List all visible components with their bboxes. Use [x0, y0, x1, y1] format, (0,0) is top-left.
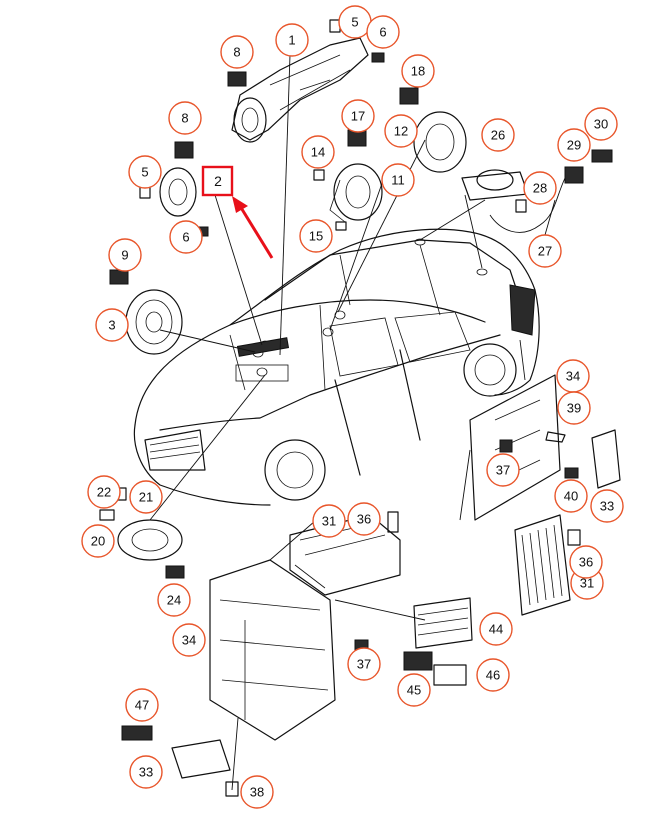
highlight-group: 2 — [201, 165, 274, 259]
car-body — [133, 228, 540, 506]
callout-37-right: 37 — [486, 453, 520, 487]
svg-text:30: 30 — [594, 117, 608, 132]
callout-8-left: 8 — [168, 101, 202, 135]
callout-12: 12 — [384, 114, 418, 148]
svg-text:34: 34 — [566, 369, 580, 384]
callout-46: 46 — [476, 658, 510, 692]
svg-text:28: 28 — [533, 181, 547, 196]
callout-37-center: 37 — [347, 647, 381, 681]
svg-text:45: 45 — [407, 683, 421, 698]
callout-33-bottom: 33 — [129, 755, 163, 789]
callout-44: 44 — [479, 612, 513, 646]
svg-text:14: 14 — [311, 145, 325, 160]
svg-text:18: 18 — [411, 64, 425, 79]
svg-text:20: 20 — [91, 534, 105, 549]
callout-45: 45 — [397, 673, 431, 707]
callout-47: 47 — [125, 688, 159, 722]
svg-text:39: 39 — [567, 401, 581, 416]
svg-text:3: 3 — [108, 318, 115, 333]
leader-lines — [149, 54, 556, 791]
callout-38: 38 — [240, 775, 274, 809]
pointer-arrow-shaft — [238, 205, 274, 259]
callout-30: 30 — [584, 107, 618, 141]
callout-15: 15 — [299, 219, 333, 253]
svg-text:6: 6 — [379, 25, 386, 40]
svg-text:21: 21 — [139, 490, 153, 505]
svg-text:12: 12 — [394, 124, 408, 139]
callout-22: 22 — [87, 475, 121, 509]
svg-text:6: 6 — [182, 230, 189, 245]
callout-5-left: 5 — [128, 155, 162, 189]
callout-26: 26 — [481, 118, 515, 152]
callout-36-center: 36 — [347, 502, 381, 536]
svg-text:8: 8 — [233, 45, 240, 60]
svg-text:27: 27 — [538, 244, 552, 259]
callout-21: 21 — [129, 480, 163, 514]
callout-8-top: 8 — [220, 35, 254, 69]
svg-text:9: 9 — [121, 248, 128, 263]
svg-text:26: 26 — [491, 128, 505, 143]
svg-text:17: 17 — [351, 109, 365, 124]
svg-text:24: 24 — [167, 593, 181, 608]
callout-18: 18 — [401, 54, 435, 88]
callout-27: 27 — [528, 234, 562, 268]
callout-34-right: 34 — [556, 359, 590, 393]
callout-24: 24 — [157, 583, 191, 617]
callout-14: 14 — [301, 135, 335, 169]
pointer-arrow-head — [232, 196, 248, 213]
svg-text:37: 37 — [496, 463, 510, 478]
callout-1: 1 — [275, 23, 309, 57]
component-drawings — [99, 19, 621, 797]
callout-3: 3 — [95, 308, 129, 342]
svg-text:33: 33 — [600, 499, 614, 514]
callout-28: 28 — [523, 171, 557, 205]
svg-text:36: 36 — [357, 512, 371, 527]
svg-text:5: 5 — [141, 165, 148, 180]
svg-text:37: 37 — [357, 657, 371, 672]
svg-text:22: 22 — [97, 485, 111, 500]
callout-20: 20 — [81, 524, 115, 558]
callout-36-right: 36 — [569, 545, 603, 579]
svg-text:34: 34 — [182, 633, 196, 648]
callout-9: 9 — [108, 238, 142, 272]
svg-text:33: 33 — [139, 765, 153, 780]
svg-text:11: 11 — [391, 173, 405, 188]
callout-33-right: 33 — [590, 489, 624, 523]
callout-29: 29 — [557, 128, 591, 162]
svg-text:44: 44 — [489, 622, 503, 637]
svg-text:29: 29 — [567, 138, 581, 153]
callout-39: 39 — [557, 391, 591, 425]
callout-5-top: 5 — [338, 5, 372, 39]
svg-text:1: 1 — [288, 33, 295, 48]
callout-6-top: 6 — [366, 15, 400, 49]
callout-40: 40 — [554, 479, 588, 513]
svg-text:40: 40 — [564, 489, 578, 504]
callout-31-center: 31 — [312, 504, 346, 538]
svg-text:38: 38 — [250, 785, 264, 800]
svg-text:31: 31 — [580, 576, 594, 591]
callout-11: 11 — [381, 163, 415, 197]
svg-text:47: 47 — [135, 698, 149, 713]
highlight-label: 2 — [214, 173, 222, 189]
svg-text:5: 5 — [351, 15, 358, 30]
callout-6-left: 6 — [169, 220, 203, 254]
svg-text:31: 31 — [322, 514, 336, 529]
callout-17: 17 — [341, 99, 375, 133]
svg-text:8: 8 — [181, 111, 188, 126]
highlight-box — [201, 165, 234, 197]
svg-text:46: 46 — [486, 668, 500, 683]
svg-text:36: 36 — [579, 555, 593, 570]
svg-text:15: 15 — [309, 229, 323, 244]
callout-34-center: 34 — [172, 623, 206, 657]
